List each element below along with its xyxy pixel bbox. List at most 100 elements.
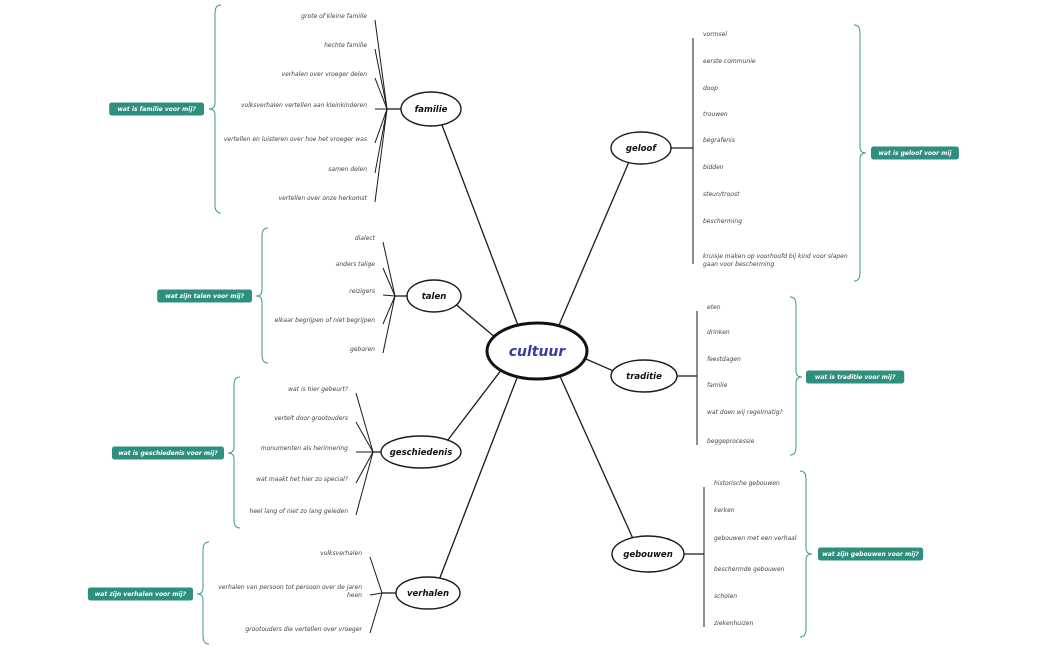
leaf-connector xyxy=(369,556,383,594)
leaf-connector xyxy=(355,392,374,453)
branch-node xyxy=(380,435,462,469)
question-label: wat is familie voor mij? xyxy=(117,106,196,113)
leaf-label: grootouders die vertellen over vroeger xyxy=(245,626,362,633)
question-label: wat zijn verhalen voor mij? xyxy=(95,591,187,598)
leaf-connector xyxy=(374,108,388,203)
branch-label: traditie xyxy=(626,372,662,382)
summary-brace xyxy=(227,376,241,529)
leaf-label: vertellen over onze herkomst xyxy=(279,195,368,202)
question-badge[interactable]: wat is familie voor mij? xyxy=(109,102,204,116)
connector-talen xyxy=(452,301,498,340)
question-label: wat is traditie voor mij? xyxy=(815,374,896,381)
connector-verhalen xyxy=(437,373,520,582)
question-badge[interactable]: wat is traditie voor mij? xyxy=(806,370,905,384)
question-pill xyxy=(157,289,252,303)
question-pill xyxy=(818,547,924,561)
branch-node xyxy=(400,91,462,127)
leaf-label: eerste communie xyxy=(703,58,756,65)
center-node[interactable]: cultuur xyxy=(485,321,589,381)
leaf-connector xyxy=(355,451,374,516)
question-badge[interactable]: wat zijn talen voor mij? xyxy=(157,289,252,303)
leaf-label: vormsel xyxy=(703,31,727,38)
question-badge[interactable]: wat is geschiedenis voor mij? xyxy=(111,446,224,460)
leaf-connector xyxy=(382,295,396,354)
summary-brace xyxy=(799,470,813,638)
leaf-connector xyxy=(374,108,388,144)
branch-label: geloof xyxy=(626,144,657,154)
leaf-label: trouwen xyxy=(703,111,728,118)
connector-gebouwen xyxy=(557,372,635,542)
center-ellipse xyxy=(485,321,589,381)
leaf-label: wat is hier gebeurt? xyxy=(288,386,349,393)
branch-label: familie xyxy=(415,105,448,115)
leaf-connector xyxy=(374,77,388,110)
leaf-label: scholen xyxy=(714,593,737,600)
leaf-label: historische gebouwen xyxy=(714,480,780,487)
leaf-label: vertelt door grootouders xyxy=(274,415,348,422)
leaf-label: elkaar begrijpen of niet begrijpen xyxy=(275,317,376,324)
branch-node xyxy=(610,359,678,393)
branch-node xyxy=(611,535,685,573)
leaf-label: volksverhalen xyxy=(320,550,362,557)
connector-traditie xyxy=(580,356,619,374)
question-badge[interactable]: wat zijn verhalen voor mij? xyxy=(87,587,193,601)
summary-brace xyxy=(853,24,867,282)
leaf-label: monumenten als herinnering xyxy=(261,445,348,452)
leaf-label: feestdagen xyxy=(707,356,741,363)
leaf-label: kerken xyxy=(714,507,735,514)
branch-label: talen xyxy=(422,292,447,302)
leaf-label: steun/troost xyxy=(703,191,740,198)
leaf-connector xyxy=(374,48,388,110)
leaf-connector xyxy=(374,108,388,174)
leaf-label: geboren xyxy=(350,346,375,353)
leaf-label: eten xyxy=(707,304,721,311)
branch-node xyxy=(395,576,461,610)
leaf-label: bidden xyxy=(703,164,724,171)
leaf-connector xyxy=(369,592,383,634)
summary-brace xyxy=(255,227,269,364)
leaf-label: verhalen van persoon tot persoon over de… xyxy=(218,584,362,599)
leaf-connector xyxy=(369,592,383,596)
question-label: wat is geloof voor mij xyxy=(878,150,952,157)
question-label: wat is geschiedenis voor mij? xyxy=(118,450,218,457)
branch-gebouwen[interactable]: historische gebouwen kerken gebouwen met e… xyxy=(611,470,924,638)
summary-brace xyxy=(196,541,210,645)
leaf-label: vertellen en luisteren over hoe het vroe… xyxy=(224,136,367,143)
question-pill xyxy=(109,102,204,116)
center-label: cultuur xyxy=(509,344,567,360)
leaf-label: hechte familie xyxy=(324,42,367,49)
question-badge[interactable]: wat zijn gebouwen voor mij? xyxy=(818,547,924,561)
leaf-connector xyxy=(382,267,396,297)
connector-geschiedenis xyxy=(444,367,504,444)
leaf-label: reizigers xyxy=(349,288,375,295)
branch-node xyxy=(610,131,672,165)
summary-brace xyxy=(208,4,222,214)
leaf-label: familie xyxy=(707,382,728,389)
leaf-label: wat doen wij regelmatig? xyxy=(707,409,784,416)
leaf-label: begrafenis xyxy=(703,137,735,144)
leaf-label: beschermde gebouwen xyxy=(714,566,785,573)
question-badge[interactable]: wat is geloof voor mij xyxy=(871,146,959,160)
leaf-label: kruisje maken op voorhoofd bij kind voor… xyxy=(703,253,848,268)
leaf-connector xyxy=(355,451,374,484)
leaf-connector xyxy=(355,421,374,453)
question-pill xyxy=(871,146,959,160)
summary-brace xyxy=(789,296,803,456)
branch-familie[interactable]: grote of kleine familie hechte familie ver… xyxy=(109,4,462,214)
leaf-label: gebouwen met een verhaal xyxy=(714,535,797,542)
leaf-connector xyxy=(382,294,396,297)
connector-geloof xyxy=(556,159,631,329)
leaf-label: bescherming xyxy=(703,218,742,225)
connector-familie xyxy=(440,121,520,329)
branch-verhalen[interactable]: volksverhalen verhalen van persoon tot pe… xyxy=(87,541,461,645)
leaf-label: ziekenhuizen xyxy=(713,620,754,627)
question-label: wat zijn gebouwen voor mij? xyxy=(822,551,919,558)
leaf-label: volksverhalen vertellen aan kleinkindere… xyxy=(241,102,367,109)
leaf-connector xyxy=(374,19,388,110)
leaf-label: grote of kleine familie xyxy=(301,13,367,20)
branch-geschiedenis[interactable]: wat is hier gebeurt? vertelt door grootou… xyxy=(111,376,462,529)
